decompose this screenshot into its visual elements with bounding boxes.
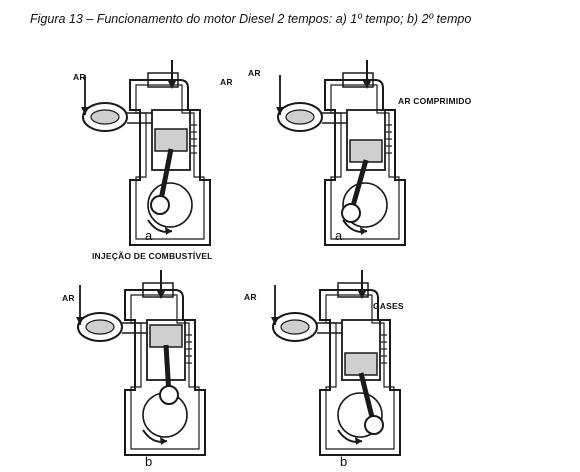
sublabel-2: a	[335, 228, 343, 243]
engine-block	[124, 289, 206, 456]
engine-panel-4	[250, 265, 480, 465]
arrow-icon	[160, 437, 167, 445]
arrow-icon	[165, 227, 172, 235]
engine-cylinder-icon	[276, 60, 406, 246]
arrow-icon	[271, 317, 279, 325]
arrow-icon	[358, 291, 366, 299]
piston	[154, 128, 188, 152]
arrow-icon	[276, 107, 284, 115]
air-duct	[122, 322, 147, 334]
label-ar-left-1: AR	[73, 72, 86, 82]
engine-block	[324, 79, 406, 246]
crankshaft-icon	[337, 392, 383, 438]
crankshaft-icon	[147, 182, 193, 228]
air-duct	[127, 112, 152, 124]
engine-cylinder-icon	[271, 270, 401, 456]
piston	[149, 324, 183, 348]
label-ar-comprimido: AR COMPRIMIDO	[398, 96, 472, 106]
cylinder	[346, 109, 386, 171]
cylinder	[151, 109, 191, 171]
label-ar-right-1: AR	[220, 77, 233, 87]
sublabel-3: b	[145, 454, 153, 469]
blower-rotor	[90, 109, 120, 125]
blower-icon	[277, 102, 323, 132]
figure-caption: Figura 13 – Funcionamento do motor Diese…	[30, 12, 472, 26]
engine-cylinder-icon	[81, 60, 211, 246]
blower-rotor	[85, 319, 115, 335]
air-duct	[322, 112, 347, 124]
crank-pin	[159, 385, 179, 405]
label-ar-left-2: AR	[248, 68, 261, 78]
arrow-icon	[81, 107, 89, 115]
engine-block	[319, 289, 401, 456]
engine-panel-1	[60, 55, 290, 255]
label-ar-left-3: AR	[62, 293, 75, 303]
label-injecao: INJEÇÃO DE COMBUSTÍVEL	[92, 251, 213, 261]
cylinder-head	[142, 282, 174, 298]
crankshaft-icon	[342, 182, 388, 228]
engine-panel-3	[55, 265, 285, 465]
sublabel-4: b	[340, 454, 348, 469]
blower-rotor	[280, 319, 310, 335]
arrow-icon	[363, 81, 371, 89]
blower-icon	[82, 102, 128, 132]
arrow-icon	[168, 81, 176, 89]
engine-block-inner	[130, 294, 200, 450]
label-gases: GASES	[373, 301, 404, 311]
engine-cylinder-icon	[76, 270, 206, 456]
label-ar-left-4: AR	[244, 292, 257, 302]
arrow-icon	[355, 437, 362, 445]
crank-pin	[150, 195, 170, 215]
crank-pin	[364, 415, 384, 435]
cylinder-head	[147, 72, 179, 88]
arrow-icon	[76, 317, 84, 325]
blower-icon	[77, 312, 123, 342]
piston	[349, 139, 383, 163]
sublabel-1: a	[145, 228, 153, 243]
cylinder-head	[337, 282, 369, 298]
engine-panel-2	[255, 55, 485, 255]
cylinder-head	[342, 72, 374, 88]
engine-block	[129, 79, 211, 246]
blower-icon	[272, 312, 318, 342]
arrow-icon	[360, 227, 367, 235]
arrow-icon	[157, 291, 165, 299]
air-duct	[317, 322, 342, 334]
piston	[344, 352, 378, 376]
blower-rotor	[285, 109, 315, 125]
crank-pin	[341, 203, 361, 223]
